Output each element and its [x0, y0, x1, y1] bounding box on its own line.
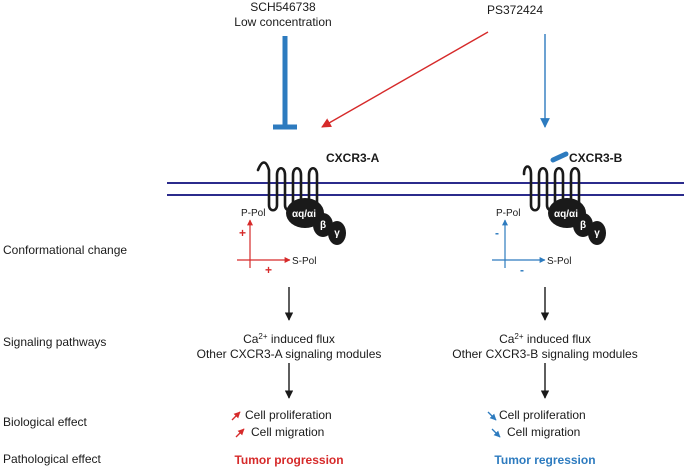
svg-text:S-Pol: S-Pol	[292, 256, 316, 267]
svg-text:β: β	[320, 220, 326, 231]
cxcr3b-polarization-axes: P-Pol S-Pol - -	[492, 208, 571, 277]
cxcr3b-outcome: Tumor regression	[494, 453, 595, 467]
svg-text:γ: γ	[334, 228, 340, 239]
cxcr3b-migration-down-icon	[491, 428, 501, 438]
svg-text:αq/αi: αq/αi	[554, 209, 578, 220]
row-label-conformational: Conformational change	[3, 243, 127, 257]
cxcr3b-label: CXCR3-B	[569, 151, 623, 165]
svg-text:P-Pol: P-Pol	[241, 208, 265, 219]
sch-inhibition-symbol	[273, 36, 297, 130]
cxcr3b-proliferation-label: Cell proliferation	[499, 408, 586, 422]
cxcr3a-g-protein: αq/αi β γ	[286, 198, 346, 245]
cxcr3a-outcome: Tumor progression	[234, 453, 343, 467]
cxcr3a-polarization-axes: P-Pol S-Pol + +	[237, 208, 316, 277]
cxcr3b-proliferation-down-icon	[487, 411, 497, 421]
cxcr3a-migration-up-icon	[235, 428, 245, 438]
svg-text:-: -	[520, 263, 524, 277]
svg-text:β: β	[580, 220, 586, 231]
svg-text:-: -	[495, 226, 499, 240]
cxcr3b-migration-label: Cell migration	[507, 425, 580, 439]
sch-concentration-label: Low concentration	[234, 15, 331, 29]
cxcr3a-proliferation-label: Cell proliferation	[245, 408, 332, 422]
row-label-signaling: Signaling pathways	[3, 335, 106, 349]
ps-to-cxcr3a-arrow	[321, 31, 489, 128]
svg-text:+: +	[239, 226, 246, 240]
cxcr3b-extension	[550, 151, 569, 163]
cxcr3a-calcium-flux: Ca2+ induced flux	[243, 332, 335, 347]
cxcr3b-g-protein: αq/αi β γ	[548, 198, 606, 245]
svg-text:S-Pol: S-Pol	[547, 256, 571, 267]
cxcr3a-migration-label: Cell migration	[251, 425, 324, 439]
svg-text:αq/αi: αq/αi	[292, 209, 316, 220]
cxcr3a-label: CXCR3-A	[326, 151, 380, 165]
cxcr3a-proliferation-up-icon	[231, 411, 241, 421]
row-label-pathological: Pathological effect	[3, 452, 102, 466]
sch-name-label: SCH546738	[250, 0, 316, 14]
cxcr3a-signaling-modules: Other CXCR3-A signaling modules	[197, 347, 382, 361]
svg-text:+: +	[265, 263, 272, 277]
cxcr3b-signaling-modules: Other CXCR3-B signaling modules	[452, 347, 637, 361]
svg-text:P-Pol: P-Pol	[496, 208, 520, 219]
row-label-biological: Biological effect	[3, 415, 87, 429]
cxcr3b-calcium-flux: Ca2+ induced flux	[499, 332, 591, 347]
ps-name-label: PS372424	[487, 3, 543, 17]
svg-text:γ: γ	[594, 228, 600, 239]
